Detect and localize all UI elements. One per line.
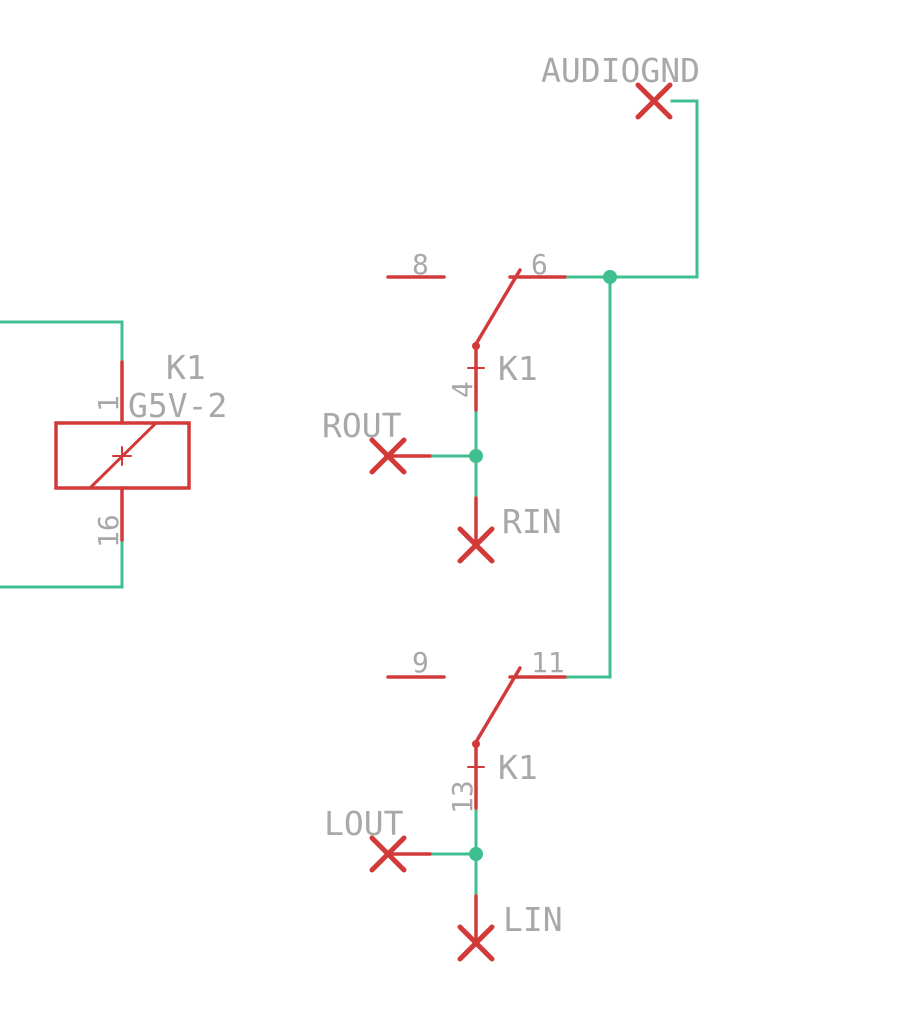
relay-coil: [54, 360, 191, 542]
switch2-pin9-label: 9: [412, 646, 429, 679]
rin-label: RIN: [502, 502, 562, 541]
relay-switch-2: [386, 666, 567, 810]
switch1-pin4-label: 4: [446, 381, 479, 398]
lin-label: LIN: [503, 900, 563, 939]
audiognd-label: AUDIOGND: [541, 51, 700, 90]
switch2-pin13-label: 13: [446, 780, 479, 814]
switch1-pin8-label: 8: [412, 248, 429, 281]
audiognd-endpoint-marker: [635, 82, 673, 120]
switch2-name-label: K1: [498, 748, 538, 787]
relay-name-label: K1: [166, 348, 206, 387]
relay-switch-1: [386, 268, 567, 412]
lout-label: LOUT: [324, 804, 404, 843]
wires: [0, 99, 699, 898]
switch2-pin11-label: 11: [531, 646, 565, 679]
switch1-pin6-label: 6: [531, 248, 548, 281]
rout-endpoint-marker: [369, 437, 432, 475]
junction-right: [469, 449, 483, 463]
relay-value-label: G5V-2: [128, 386, 227, 425]
junction-gnd: [603, 270, 617, 284]
wire-coil-top: [0, 320, 124, 364]
rout-label: ROUT: [322, 406, 402, 445]
switch2-blade: [474, 666, 522, 744]
wire-coil-bottom: [0, 538, 124, 589]
wire-audiognd: [563, 99, 699, 279]
lin-endpoint-marker: [457, 894, 495, 962]
rin-endpoint-marker: [457, 496, 495, 564]
coil-pin16-label: 16: [92, 514, 125, 548]
junction-left: [469, 847, 483, 861]
coil-pin1-label: 1: [92, 395, 125, 412]
switch1-name-label: K1: [498, 349, 538, 388]
lout-endpoint-marker: [369, 835, 432, 873]
switch1-blade: [474, 268, 522, 346]
wire-gnd-bus: [563, 275, 612, 679]
